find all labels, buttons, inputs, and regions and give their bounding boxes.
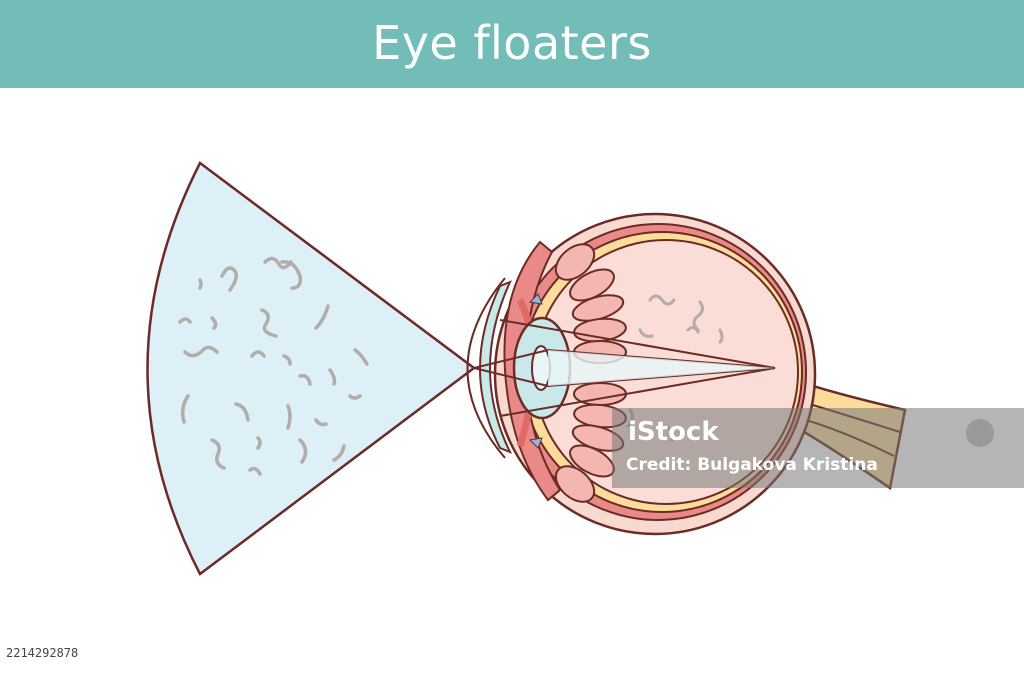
watermark-credit: Credit: Bulgakova Kristina [626,455,878,475]
ray-cone [548,350,775,386]
watermark-logo: iStock [628,417,719,447]
floaters [178,256,369,476]
iris-blue-upper [528,293,543,305]
cornea [479,280,513,454]
stock-image-id: 2214292878 [0,642,85,664]
eye-diagram [146,161,907,576]
title-banner [0,0,1024,88]
iris-blue-lower [528,437,543,449]
cornea-outer [466,277,506,459]
stock-logo-circle-icon [966,419,994,447]
vision-field [146,161,477,576]
watermark-bar [612,408,1024,488]
page-title: Eye floaters [372,16,652,70]
